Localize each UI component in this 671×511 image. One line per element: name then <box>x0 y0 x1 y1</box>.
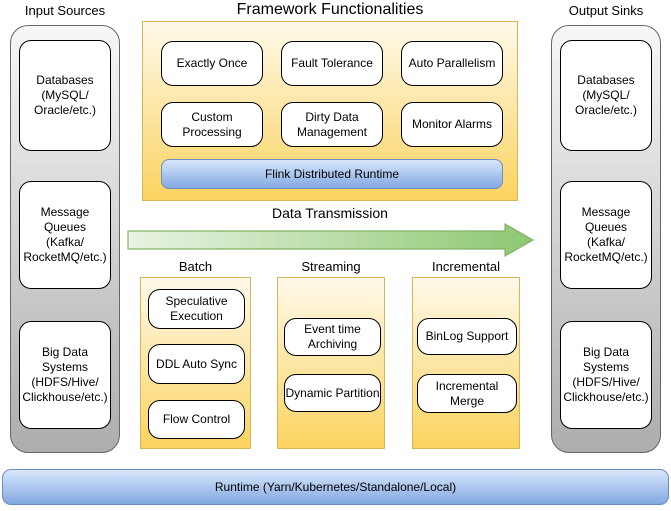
streaming-title: Streaming <box>301 259 361 274</box>
batch-container: Speculative Execution DDL Auto Sync Flow… <box>140 277 251 449</box>
node-incremental-merge: Incremental Merge <box>417 374 517 413</box>
arrow-shape <box>127 222 535 258</box>
node-flow-control: Flow Control <box>148 400 245 439</box>
input-sources-container: Databases (MySQL/ Oracle/etc.) Message Q… <box>10 25 120 453</box>
node-output-databases: Databases (MySQL/ Oracle/etc.) <box>560 40 652 151</box>
node-input-databases: Databases (MySQL/ Oracle/etc.) <box>19 40 111 151</box>
node-dynamic-partition: Dynamic Partition <box>284 374 381 412</box>
data-transmission-arrow <box>127 222 535 258</box>
node-ddl-auto-sync: DDL Auto Sync <box>148 344 245 384</box>
node-custom-processing: Custom Processing <box>161 102 263 147</box>
node-monitor-alarms: Monitor Alarms <box>401 102 503 147</box>
node-event-time-archiving: Event time Archiving <box>284 318 381 356</box>
node-output-message-queues: Message Queues (Kafka/ RocketMQ/etc.) <box>560 181 652 289</box>
node-fault-tolerance: Fault Tolerance <box>281 41 383 86</box>
streaming-container: Event time Archiving Dynamic Partition <box>277 277 385 449</box>
node-speculative-execution: Speculative Execution <box>148 289 245 329</box>
node-input-message-queues: Message Queues (Kafka/ RocketMQ/etc.) <box>19 181 111 289</box>
output-sinks-title: Output Sinks <box>568 3 644 18</box>
output-sinks-container: Databases (MySQL/ Oracle/etc.) Message Q… <box>551 25 661 453</box>
node-auto-parallelism: Auto Parallelism <box>401 41 503 86</box>
framework-title: Framework Functionalities <box>236 1 424 18</box>
incremental-title: Incremental <box>432 259 500 274</box>
framework-container: Exactly Once Fault Tolerance Auto Parall… <box>142 21 518 201</box>
runtime-bar: Runtime (Yarn/Kubernetes/Standalone/Loca… <box>2 469 669 505</box>
node-binlog-support: BinLog Support <box>417 318 517 355</box>
input-sources-title: Input Sources <box>24 3 106 18</box>
data-transmission-label: Data Transmission <box>272 205 388 221</box>
batch-title: Batch <box>178 259 213 274</box>
flink-distributed-runtime-bar: Flink Distributed Runtime <box>161 159 503 189</box>
node-dirty-data-management: Dirty Data Management <box>281 102 383 147</box>
incremental-container: BinLog Support Incremental Merge <box>412 277 520 449</box>
node-output-big-data-systems: Big Data Systems (HDFS/Hive/ Clickhouse/… <box>560 321 652 429</box>
node-exactly-once: Exactly Once <box>161 41 263 86</box>
node-input-big-data-systems: Big Data Systems (HDFS/Hive/ Clickhouse/… <box>19 321 111 429</box>
